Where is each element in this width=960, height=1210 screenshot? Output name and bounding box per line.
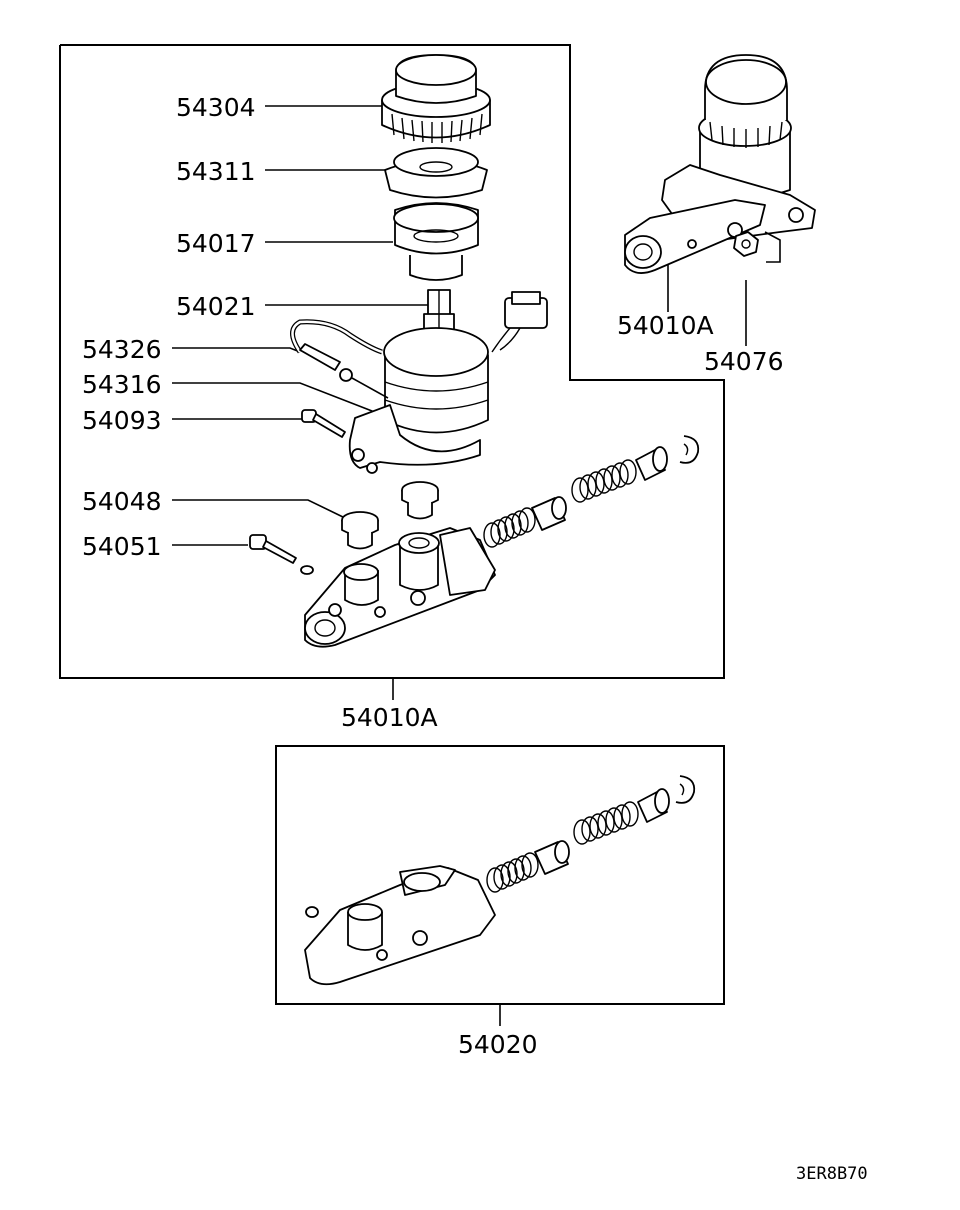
label-screw: 54093 bbox=[82, 406, 162, 435]
kit-secondary-spring bbox=[573, 788, 670, 845]
label-grommet: 54048 bbox=[82, 487, 162, 516]
grommet-rear bbox=[401, 481, 439, 520]
cylinder-body-main bbox=[304, 527, 496, 648]
primary-spring-main bbox=[483, 496, 567, 548]
label-assy-main: 54010A bbox=[341, 703, 438, 732]
label-strainer: 54017 bbox=[176, 229, 256, 258]
leader-hose bbox=[172, 347, 301, 353]
snap-ring-main bbox=[679, 435, 700, 464]
hose bbox=[290, 319, 389, 399]
leader-reservoir bbox=[172, 382, 391, 419]
reservoir-ring bbox=[384, 147, 488, 199]
label-float: 54021 bbox=[176, 292, 256, 321]
reservoir-screw bbox=[301, 409, 346, 438]
label-cap: 54304 bbox=[176, 93, 256, 122]
kit-primary-spring bbox=[486, 840, 570, 893]
reservoir-cap bbox=[381, 54, 491, 143]
leader-grommet bbox=[172, 499, 346, 519]
bleeder-bolt bbox=[249, 534, 314, 575]
label-assy-inset: 54010A bbox=[617, 311, 714, 340]
kit-snap-ring bbox=[675, 775, 696, 804]
label-bolt: 54051 bbox=[82, 532, 162, 561]
label-reservoir: 54316 bbox=[82, 370, 162, 399]
inset-assembly bbox=[624, 54, 816, 274]
main-assembly-frame bbox=[59, 44, 725, 679]
kit-cylinder-body bbox=[304, 865, 496, 986]
label-nut: 54076 bbox=[704, 347, 784, 376]
label-ring: 54311 bbox=[176, 157, 256, 186]
inset-nut bbox=[733, 231, 759, 257]
figure-code: 3ER8B70 bbox=[796, 1164, 868, 1184]
grommet-front bbox=[341, 511, 379, 550]
label-kit: 54020 bbox=[458, 1030, 538, 1059]
label-hose: 54326 bbox=[82, 335, 162, 364]
secondary-spring-main bbox=[571, 446, 668, 503]
connector bbox=[491, 291, 548, 353]
strainer bbox=[393, 202, 479, 281]
reservoir-tank bbox=[348, 327, 489, 474]
